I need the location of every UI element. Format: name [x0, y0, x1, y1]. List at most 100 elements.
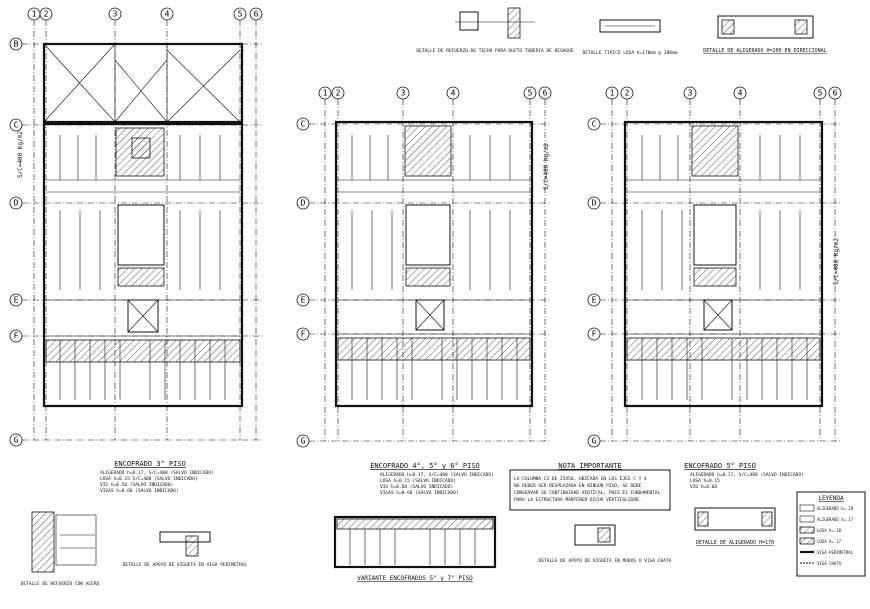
legend-item-5: VIGA PERIMETRAL [817, 550, 854, 555]
svg-text:6: 6 [543, 89, 548, 98]
note-left-3: VIG h=0.50 (SALVO INDICADO) [100, 482, 173, 488]
note-left-4: VIGAS h=0.60 (SALVO INDICADO) [100, 488, 179, 494]
axis-bubble-4: 4 [733, 86, 747, 100]
axis-bubble-1: 1 [318, 86, 332, 100]
svg-text:2: 2 [44, 10, 49, 19]
detail-bottom-d: DETALLE DE ALIGERADO H=170 [694, 507, 776, 546]
note-middle-2: LOSA h=0.15 (SALVO INDICADO) [380, 478, 456, 484]
note-right-1: ALIGERADO h=0.17, S/C=400 (SALVO INDICAD… [690, 472, 804, 478]
svg-text:6: 6 [833, 89, 838, 98]
axis-bubble-6: 6 [828, 86, 842, 100]
axis-bubble-3: 3 [396, 86, 410, 100]
svg-text:VARIANTE ENCOFRADOS 5° y 7° PI: VARIANTE ENCOFRADOS 5° y 7° PISO [357, 575, 473, 582]
axis-bubble-6: 6 [538, 86, 552, 100]
svg-text:DETALLE DE APOYO DE VIGUETA EN: DETALLE DE APOYO DE VIGUETA EN VIGA PERI… [123, 562, 248, 568]
axis-bubble-3: 3 [108, 7, 122, 21]
slab-outline-middle [334, 120, 534, 408]
svg-text:4: 4 [451, 89, 456, 98]
detail-top-c: DETALLE DE ALIGERADO H=200 EN DIRECCIONA… [703, 15, 827, 54]
note-left-2: LOSA h=0.15 S/C=400 (SALVO INDICADO) [100, 476, 198, 482]
axis-bubble-C: C [9, 118, 23, 132]
axis-bubble-E: E [296, 293, 310, 307]
axis-bubble-D: D [296, 196, 310, 210]
legend-heading: LEYENDA [818, 495, 844, 502]
load-note-right: S/C=400 Kg/m2 [833, 238, 840, 285]
detail-bottom-a: DETALLE DE APOYO DE VIGUETA EN VIGA PERI… [123, 531, 248, 568]
svg-text:6: 6 [254, 10, 259, 19]
joists-right [627, 135, 820, 335]
detail-top-a: DETALLE DE REFUERZO DE TECHO PARA DUCTO … [416, 7, 574, 54]
svg-text:DETALLE DE REFUERZO CON ACERO: DETALLE DE REFUERZO CON ACERO [21, 581, 100, 587]
svg-text:DETALLE DE APOYO DE VIGUETA EN: DETALLE DE APOYO DE VIGUETA EN MUROS O V… [539, 558, 672, 564]
svg-text:5: 5 [528, 89, 533, 98]
axis-bubble-2: 2 [39, 7, 53, 21]
detail-bottom-e: DETALLE DE REFUERZO CON ACERO [21, 511, 100, 587]
note-right-2: LOSA h=0.15 [690, 478, 720, 484]
axis-bubble-C: C [296, 117, 310, 131]
axis-bubble-F: F [296, 327, 310, 341]
axis-bubble-G: G [9, 433, 23, 447]
roof-openings-left [43, 43, 241, 123]
axis-bubble-5: 5 [813, 86, 827, 100]
svg-text:1: 1 [32, 10, 37, 19]
svg-text:C: C [14, 121, 19, 130]
note-middle-3: VIG h=0.60 (SALVO INDICADO) [380, 484, 453, 490]
note-middle-4: VIGAS h=0.60 (SALVO INDICADO) [380, 490, 459, 496]
axis-bubble-F: F [9, 329, 23, 343]
note-line-1: LA COLUMNA C2 DE 25X50, UBICADA EN LOS E… [514, 476, 647, 482]
stair-core-right [693, 204, 737, 266]
svg-text:E: E [592, 296, 597, 305]
axis-bubble-5: 5 [233, 7, 247, 21]
svg-text:E: E [301, 296, 306, 305]
svg-text:5: 5 [238, 10, 243, 19]
legend-item-6: VIGA CHATA [817, 561, 842, 566]
title-left: ENCOFRADO 3° PISO [114, 460, 186, 468]
note-left-1: ALIGERADO h=0.17, S/C=400 (SALVO INDICAD… [100, 470, 214, 476]
joists-middle [338, 135, 530, 335]
axis-bubble-4: 4 [446, 86, 460, 100]
svg-text:1: 1 [610, 89, 615, 98]
svg-text:B: B [14, 40, 19, 49]
note-line-3: CONSERVAR SU CONTINUIDAD VERTICAL, PUES … [514, 490, 661, 496]
stair-core-left [117, 204, 165, 266]
lower-joists-middle [351, 338, 518, 400]
svg-text:5: 5 [818, 89, 823, 98]
axis-bubble-2: 2 [331, 86, 345, 100]
note-heading: NOTA IMPORTANTE [558, 462, 621, 470]
axis-bubble-5: 5 [523, 86, 537, 100]
svg-text:F: F [592, 330, 597, 339]
svg-text:E: E [14, 296, 19, 305]
detail-bottom-b: VARIANTE ENCOFRADOS 5° y 7° PISO [333, 515, 497, 582]
legend-item-4: LOSA h=.17 [817, 539, 842, 544]
svg-text:F: F [14, 332, 19, 341]
important-note: NOTA IMPORTANTE LA COLUMNA C2 DE 25X50, … [509, 462, 671, 511]
svg-text:2: 2 [336, 89, 341, 98]
slab-outline-left [42, 122, 244, 408]
axis-bubble-E: E [587, 293, 601, 307]
svg-text:4: 4 [165, 10, 170, 19]
stair-core-middle [405, 204, 451, 266]
svg-text:C: C [592, 120, 597, 129]
axis-bubble-1: 1 [605, 86, 619, 100]
lower-joists-left [59, 340, 226, 400]
svg-text:G: G [14, 436, 19, 445]
title-right: ENCOFRADO 5° PISO [684, 462, 756, 470]
svg-text:D: D [301, 199, 306, 208]
axis-bubble-4: 4 [160, 7, 174, 21]
svg-text:4: 4 [738, 89, 743, 98]
axis-bubble-2: 2 [620, 86, 634, 100]
axis-bubble-D: D [9, 196, 23, 210]
title-middle: ENCOFRADO 4°, 5° y 6° PISO [370, 462, 480, 470]
plan-middle: 1 2 3 4 5 6 C D E F G [296, 86, 552, 496]
plan-right: 1 2 3 4 5 6 C D E F G [587, 86, 842, 490]
svg-text:DETALLE DE REFUERZO DE TECHO P: DETALLE DE REFUERZO DE TECHO PARA DUCTO … [416, 48, 573, 54]
svg-text:3: 3 [401, 89, 406, 98]
legend-item-2: ALIGERADO h=.17 [817, 517, 854, 522]
svg-text:1: 1 [323, 89, 328, 98]
legend-item-3: LOSA h=.20 [817, 528, 842, 533]
svg-text:F: F [301, 330, 306, 339]
svg-text:G: G [301, 437, 306, 446]
svg-text:2: 2 [625, 89, 630, 98]
detail-bottom-c: DETALLE DE APOYO DE VIGUETA EN MUROS O V… [539, 524, 672, 564]
